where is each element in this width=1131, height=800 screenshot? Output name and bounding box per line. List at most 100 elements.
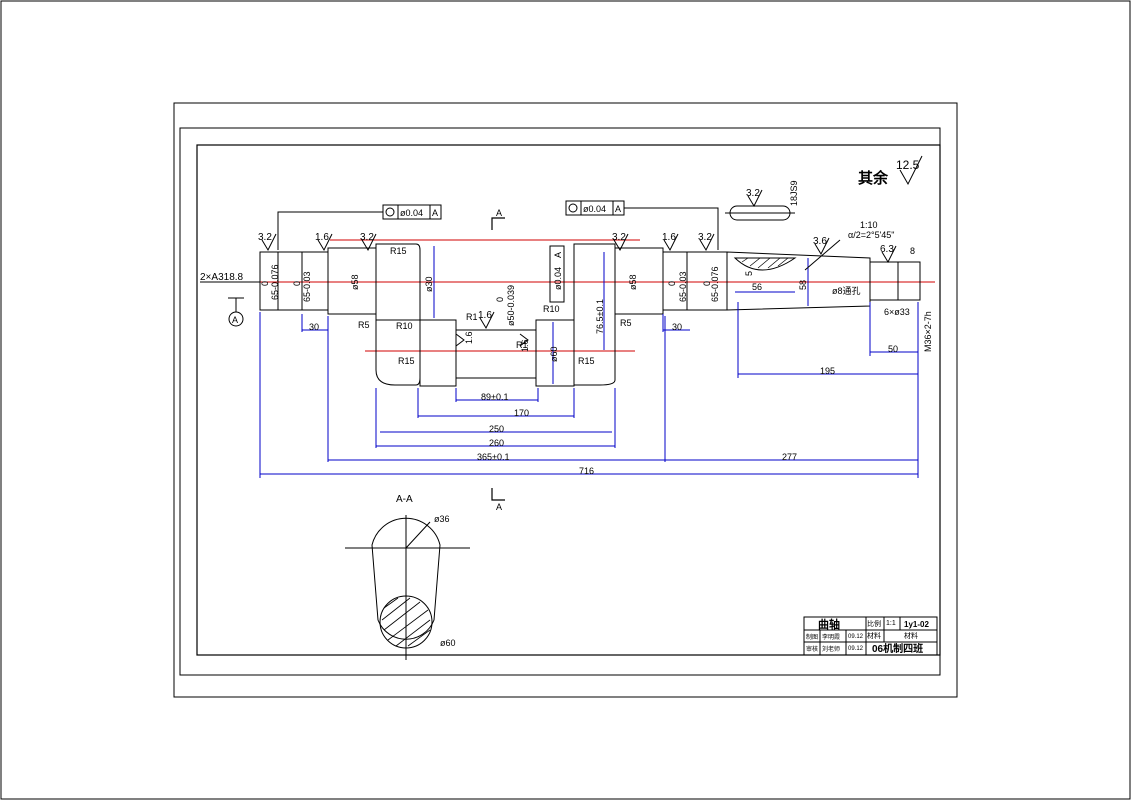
section-hatch bbox=[381, 597, 431, 647]
dim-thread: M36×2-7h bbox=[923, 311, 933, 352]
roughness-5: 1.6 bbox=[662, 232, 676, 243]
section-dim-36: ø36 bbox=[434, 514, 450, 524]
dim-right-3b: 65-0.076 bbox=[710, 266, 720, 302]
dim-r15-b: R15 bbox=[398, 356, 415, 366]
dim-r15-c: R15 bbox=[578, 356, 595, 366]
svg-text:ø0.04: ø0.04 bbox=[553, 267, 563, 290]
scale-value: 1:1 bbox=[886, 620, 896, 627]
checker-label: 审核 bbox=[806, 645, 818, 653]
designer-name: 李明霞 bbox=[822, 633, 840, 641]
svg-text:A: A bbox=[553, 252, 563, 258]
section-mark-bottom bbox=[491, 488, 505, 501]
drawing-frame bbox=[196, 144, 941, 656]
dim-left-3: ø58 bbox=[350, 274, 360, 290]
dim-d33: 6×ø33 bbox=[884, 307, 910, 317]
general-roughness-value: 12.5 bbox=[896, 158, 920, 172]
svg-text:ø0.04: ø0.04 bbox=[583, 204, 606, 214]
datum-label: A bbox=[232, 315, 238, 325]
dim-key-depth: 58 bbox=[798, 280, 808, 290]
class-name: 06机制四班 bbox=[872, 642, 923, 655]
dim-len-250: 250 bbox=[489, 424, 504, 434]
dim-web: ø30 bbox=[424, 276, 434, 292]
dim-r5-a: R5 bbox=[358, 320, 370, 330]
scale-label: 比例 bbox=[867, 619, 881, 628]
dim-r15-a: R15 bbox=[390, 246, 407, 256]
dim-len-170: 170 bbox=[514, 408, 529, 418]
dim-len-260: 260 bbox=[489, 438, 504, 448]
dim-r10-a: R10 bbox=[396, 321, 413, 331]
section-label-top: A bbox=[496, 208, 502, 218]
roughness-4: 3.2 bbox=[612, 232, 626, 243]
roughness-6: 3.2 bbox=[698, 232, 712, 243]
material-value: 材料 bbox=[904, 631, 918, 640]
dim-len-716: 716 bbox=[579, 466, 594, 476]
taper-leader bbox=[804, 239, 841, 271]
roughness-symbol-general bbox=[899, 155, 923, 186]
roughness-8: 3.6 bbox=[813, 236, 827, 247]
dim-len-30a: 30 bbox=[309, 322, 319, 332]
date-2: 09.12 bbox=[848, 646, 864, 652]
svg-text:A: A bbox=[615, 204, 621, 214]
title-block bbox=[803, 616, 938, 656]
dim-len-195: 195 bbox=[820, 366, 835, 376]
dim-len-89: 89±0.1 bbox=[481, 392, 508, 402]
dim-left-2b: 65-0.03 bbox=[302, 271, 312, 302]
dim-r5-b: R5 bbox=[620, 318, 632, 328]
sheet-border bbox=[173, 102, 958, 698]
keyway-section bbox=[733, 257, 797, 271]
roughness-9: 6.3 bbox=[880, 244, 894, 255]
section-title: A-A bbox=[396, 494, 413, 505]
dim-thread-len: 50 bbox=[888, 344, 898, 354]
section-mark-top bbox=[491, 217, 505, 230]
roughness-7: 3.2 bbox=[746, 188, 760, 199]
tolerance-frame-right: ø0.04 A bbox=[565, 200, 719, 250]
dim-taper: 1:10 bbox=[860, 220, 878, 230]
roughness-1: 3.2 bbox=[258, 232, 272, 243]
section-dim-60: ø60 bbox=[440, 638, 456, 648]
dim-left-1a: 0 bbox=[260, 281, 270, 286]
dim-r1-b: R1 bbox=[516, 340, 528, 350]
dim-right-2a: 0 bbox=[667, 281, 677, 286]
dim-left-1b: 65-0.076 bbox=[270, 264, 280, 300]
roughness-3: 3.2 bbox=[360, 232, 374, 243]
dim-right-3a: 0 bbox=[702, 281, 712, 286]
svg-text:A: A bbox=[432, 208, 438, 218]
dim-r1-a: R1 bbox=[466, 312, 478, 322]
keyway-hatch bbox=[741, 257, 789, 269]
datum-circle bbox=[228, 311, 244, 327]
dim-right-1: ø58 bbox=[628, 274, 638, 290]
dim-len-30b: 30 bbox=[672, 322, 682, 332]
dim-pin-hole: ø8通孔 bbox=[832, 286, 861, 296]
dim-pin-60: ø60 bbox=[549, 346, 559, 362]
dim-d8: 8 bbox=[910, 246, 915, 256]
roughness-10: 1.6 bbox=[478, 310, 492, 321]
dim-center-hole: 2×A318.8 bbox=[200, 272, 244, 283]
general-roughness-label: 其余 bbox=[858, 169, 889, 187]
svg-text:ø0.04: ø0.04 bbox=[400, 208, 423, 218]
material-label: 材料 bbox=[867, 631, 881, 640]
part-name: 曲轴 bbox=[818, 617, 840, 631]
checker-name: 刘老师 bbox=[822, 645, 840, 653]
dimension-lines bbox=[259, 246, 919, 478]
tolerance-frame-vertical: ø0.04 A bbox=[549, 245, 565, 303]
roughness-2: 1.6 bbox=[315, 232, 329, 243]
dim-pin-b: ø50-0.039 bbox=[506, 285, 516, 326]
dim-offset: 76.5±0.1 bbox=[595, 299, 605, 334]
tolerance-frame-left: ø0.04 A bbox=[277, 204, 442, 250]
section-view bbox=[345, 515, 470, 660]
dim-right-2b: 65-0.03 bbox=[678, 271, 688, 302]
roughness-11: 1.6 bbox=[464, 331, 474, 344]
dim-len-365: 365±0.1 bbox=[477, 452, 509, 462]
dim-key-len: 56 bbox=[752, 282, 762, 292]
designer-label: 制图 bbox=[806, 633, 818, 641]
dim-key-width: 18JS9 bbox=[789, 180, 799, 206]
roughness-12: 1.6 bbox=[520, 339, 530, 352]
roughness-symbols bbox=[261, 189, 897, 347]
dim-len-277: 277 bbox=[782, 452, 797, 462]
section-label-bottom: A bbox=[496, 502, 502, 512]
sheet-inner-border bbox=[179, 127, 941, 676]
dim-key-5: 5 bbox=[744, 271, 754, 276]
dim-pin-a: 0 bbox=[495, 297, 505, 302]
